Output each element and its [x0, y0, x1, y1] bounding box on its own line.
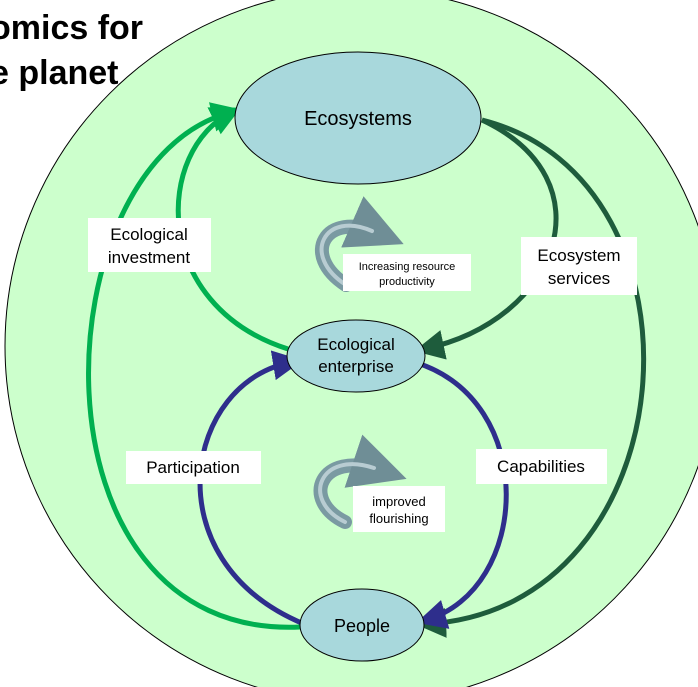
- people-label: People: [334, 616, 390, 636]
- title-line1: omics for: [0, 9, 144, 47]
- ecosystems-node: [234, 51, 482, 185]
- participation-box: [126, 451, 261, 484]
- upper-cycle-note-line2: productivity: [379, 276, 435, 288]
- title-line2: e planet: [0, 54, 119, 92]
- ecological-investment-line1: Ecological: [110, 225, 188, 244]
- ecological-enterprise-label-line2: enterprise: [318, 357, 394, 376]
- ecological-enterprise-node: [286, 319, 426, 393]
- lower-cycle-icon-highlight: [318, 462, 376, 524]
- ecological-enterprise-label-line1: Ecological: [317, 335, 395, 354]
- ecological-investment-outer-arrow: [86, 102, 301, 630]
- participation-label: Participation: [146, 458, 240, 477]
- ecosystems-label: Ecosystems: [304, 108, 412, 130]
- ecosystem-services-line1: Ecosystem: [537, 246, 620, 265]
- page-title: omics for e planet: [0, 6, 250, 96]
- lower-cycle-note-line1: improved: [372, 494, 425, 509]
- upper-cycle-note-line1: Increasing resource: [359, 261, 456, 273]
- people-node: [299, 588, 425, 662]
- ecosystem-services-line2: services: [548, 269, 610, 288]
- upper-cycle-note-box: [343, 254, 471, 291]
- ecological-investment-box: [88, 218, 211, 272]
- upper-cycle-icon-highlight: [319, 223, 374, 287]
- capabilities-label: Capabilities: [497, 457, 585, 476]
- ecosystem-services-outer-arrow: [416, 117, 647, 638]
- ecosystem-services-box: [521, 237, 637, 295]
- ecological-investment-line2: investment: [108, 248, 190, 267]
- lower-cycle-note-box: [353, 486, 445, 532]
- lower-cycle-note-line2: flourishing: [369, 511, 428, 526]
- capabilities-box: [476, 449, 607, 484]
- capabilities-arrow: [413, 359, 509, 629]
